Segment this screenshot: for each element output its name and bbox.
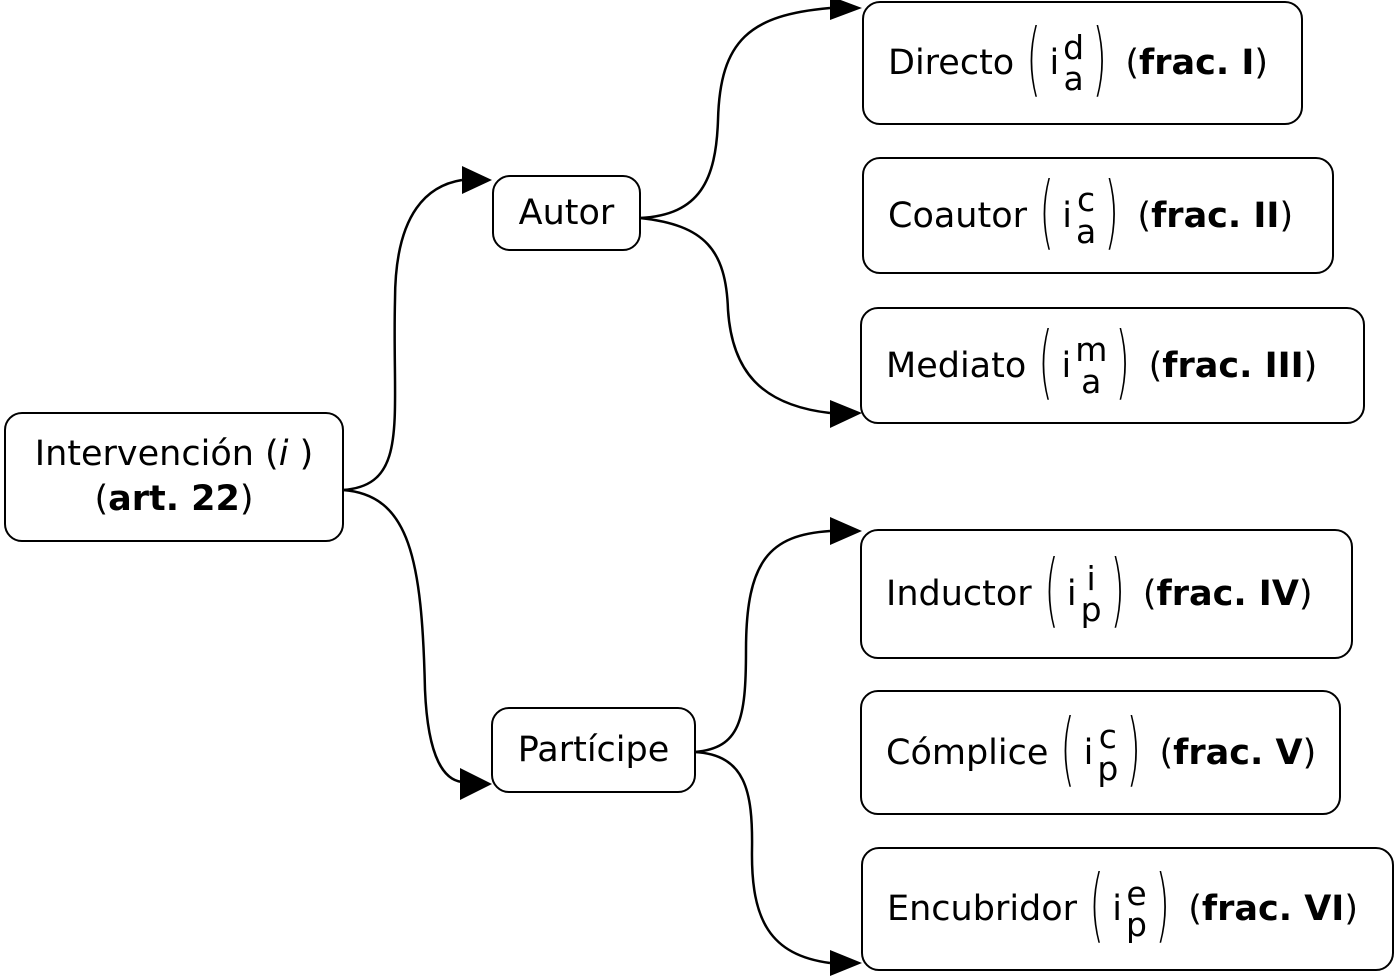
arrowhead-mediato (830, 400, 862, 428)
edge-root-participe (342, 488, 463, 784)
branch-label: Partícipe (517, 730, 670, 770)
arrowhead-directo (830, 0, 862, 20)
notation-base: i (1066, 574, 1077, 614)
root-article-line: (art. 22) (94, 479, 254, 519)
left-paren: ( (1060, 701, 1076, 795)
root-article: art. 22 (108, 479, 240, 519)
left-paren: ( (1038, 314, 1053, 408)
fraction-ref: (frac. V) (1159, 732, 1317, 773)
notation-coautor: ( i c a ) (1033, 171, 1125, 256)
root-label: Intervención (34, 434, 254, 475)
notation-sup: d (1063, 27, 1085, 67)
fraction-text: frac. II (1151, 195, 1280, 236)
notation-stack: c a (1075, 180, 1097, 251)
notation-sub: a (1081, 361, 1102, 401)
edge-autor-directo (639, 6, 831, 220)
fraction-text: frac. IV (1156, 574, 1299, 614)
leaf-label: Cómplice (886, 732, 1049, 773)
notation-sub: p (1080, 590, 1102, 629)
leaf-label: Mediato (886, 345, 1027, 386)
leaf-node-coautor: Coautor ( i c a ) (frac. II) (862, 157, 1334, 274)
root-variable: i (278, 434, 289, 475)
right-paren: ) (1104, 164, 1119, 258)
fraction-ref: (frac. IV) (1142, 574, 1313, 614)
notation-base: i (1062, 195, 1072, 236)
arrowhead-encubridor (830, 950, 862, 976)
leaf-label: Inductor (886, 574, 1032, 614)
fraction-ref: (frac. VI) (1188, 889, 1358, 929)
notation-sup: m (1075, 330, 1108, 370)
notation-sup: c (1098, 717, 1117, 757)
notation-encubridor: ( i e p ) (1083, 865, 1176, 949)
left-paren: ( (1089, 858, 1104, 951)
notation-sup: i (1086, 558, 1096, 598)
fraction-text: frac. VI (1201, 889, 1345, 929)
notation-stack: m a (1075, 330, 1108, 401)
notation-sub: p (1097, 748, 1119, 788)
notation-base: i (1049, 43, 1060, 83)
arrowhead-participe (460, 768, 492, 800)
notation-mediato: ( i m a ) (1032, 321, 1136, 406)
branch-node-participe: Partícipe (491, 707, 696, 793)
notation-sub: p (1126, 905, 1147, 944)
branch-node-autor: Autor (492, 175, 641, 251)
right-paren: ) (1126, 701, 1141, 795)
arrowhead-inductor (830, 517, 862, 545)
fraction-text: frac. III (1162, 345, 1304, 386)
leaf-label: Encubridor (887, 889, 1078, 929)
notation-inductor: ( i i p ) (1038, 550, 1131, 634)
notation-directo: ( i d a ) (1020, 19, 1113, 103)
fraction-ref: (frac. III) (1148, 345, 1318, 386)
leaf-label: Coautor (888, 195, 1028, 236)
leaf-node-inductor: Inductor ( i i p ) (frac. IV) (860, 529, 1353, 659)
leaf-node-mediato: Mediato ( i m a ) (frac. III) (860, 307, 1365, 424)
fraction-text: frac. I (1139, 43, 1255, 83)
branch-label: Autor (518, 193, 615, 233)
notation-sup: e (1126, 873, 1147, 913)
edge-participe-inductor (694, 529, 831, 754)
edge-autor-mediato (639, 216, 831, 415)
notation-stack: e p (1126, 873, 1147, 944)
notation-sub: a (1075, 211, 1097, 251)
right-paren: ) (1155, 858, 1170, 951)
right-paren: ) (1110, 543, 1125, 636)
leaf-node-directo: Directo ( i d a ) (frac. I) (862, 1, 1303, 125)
left-paren: ( (1044, 543, 1059, 636)
fraction-ref: (frac. I) (1125, 43, 1269, 83)
notation-base: i (1083, 732, 1094, 773)
fraction-ref: (frac. II) (1137, 195, 1294, 236)
notation-sub: a (1063, 59, 1084, 98)
leaf-label: Directo (888, 43, 1015, 83)
root-title-line: Intervención (i ) (34, 434, 314, 475)
edge-root-autor (342, 178, 463, 492)
fraction-text: frac. V (1173, 732, 1303, 773)
notation-base: i (1061, 345, 1072, 386)
right-paren: ) (1092, 12, 1107, 105)
right-paren: ) (1115, 314, 1131, 408)
left-paren: ( (1026, 12, 1041, 105)
root-node: Intervención (i ) (art. 22) (4, 412, 344, 542)
arrowhead-autor (462, 166, 492, 194)
notation-stack: c p (1097, 717, 1119, 788)
notation-complice: ( i c p ) (1054, 708, 1147, 793)
notation-sup: c (1077, 180, 1096, 220)
leaf-node-complice: Cómplice ( i c p ) (frac. V) (860, 690, 1341, 815)
left-paren: ( (1039, 164, 1054, 258)
notation-stack: i p (1080, 558, 1102, 629)
notation-base: i (1112, 889, 1123, 929)
notation-stack: d a (1063, 27, 1085, 98)
edge-participe-encubridor (694, 750, 831, 965)
leaf-node-encubridor: Encubridor ( i e p ) (frac. VI) (861, 847, 1394, 971)
